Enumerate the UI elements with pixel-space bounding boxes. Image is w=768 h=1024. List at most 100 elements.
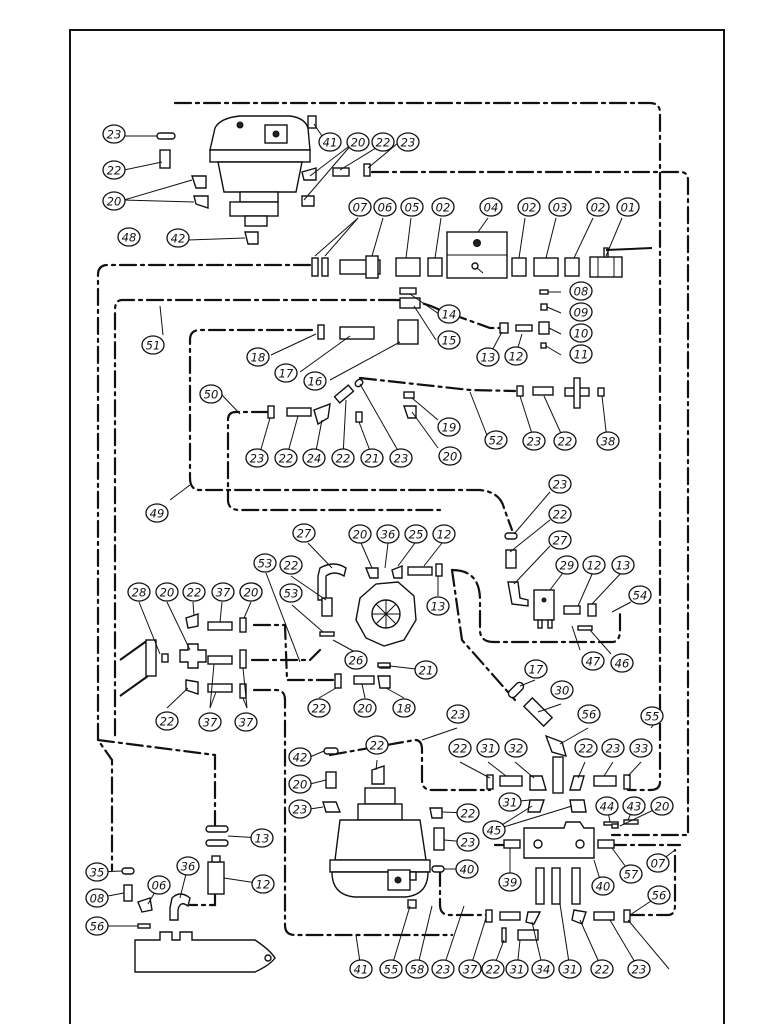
callout-22: 22 bbox=[279, 555, 303, 575]
callout-bubble-outline bbox=[591, 876, 615, 896]
callout-label: 17 bbox=[279, 367, 294, 381]
callout-label: 34 bbox=[536, 963, 551, 977]
callout-20: 20 bbox=[353, 698, 377, 718]
callout-22: 22 bbox=[481, 959, 505, 979]
callout-22: 22 bbox=[331, 448, 355, 468]
callout-bubble-outline bbox=[455, 859, 479, 879]
callout-bubble-outline bbox=[504, 346, 528, 366]
callout-16: 16 bbox=[303, 371, 327, 391]
callout-18: 18 bbox=[392, 698, 416, 718]
callout-label: 44 bbox=[600, 800, 615, 814]
callout-label: 12 bbox=[587, 559, 602, 573]
callout-label: 12 bbox=[509, 350, 524, 364]
callout-label: 31 bbox=[510, 963, 525, 977]
callout-bubble-outline bbox=[437, 417, 461, 437]
callout-11: 11 bbox=[569, 344, 593, 364]
callout-bubble-outline bbox=[292, 523, 316, 543]
callout-57: 57 bbox=[619, 864, 643, 884]
callout-label: 17 bbox=[529, 663, 544, 677]
center-housing bbox=[317, 563, 443, 669]
callout-bubble-outline bbox=[476, 738, 500, 758]
callout-26: 26 bbox=[344, 650, 368, 670]
callout-bubble-outline bbox=[498, 792, 522, 812]
callout-bubble-outline bbox=[569, 344, 593, 364]
callout-48: 48 bbox=[117, 227, 141, 247]
callout-55: 55 bbox=[640, 706, 664, 726]
callout-bubble-outline bbox=[302, 448, 326, 468]
callout-label: 27 bbox=[297, 527, 312, 541]
lower-cluster bbox=[322, 747, 631, 943]
callout-20: 20 bbox=[288, 774, 312, 794]
callout-12: 12 bbox=[251, 874, 275, 894]
callout-bubble-outline bbox=[437, 330, 461, 350]
callout-13: 13 bbox=[476, 347, 500, 367]
callout-bubble-outline bbox=[504, 738, 528, 758]
callout-label: 31 bbox=[563, 963, 578, 977]
callout-52: 52 bbox=[484, 430, 508, 450]
callout-label: 23 bbox=[293, 803, 308, 817]
top-run-fittings bbox=[311, 255, 580, 279]
callout-bubble-outline bbox=[246, 347, 270, 367]
callout-22: 22 bbox=[274, 448, 298, 468]
callout-label: 36 bbox=[381, 528, 396, 542]
callout-label: 38 bbox=[601, 435, 616, 449]
callout-label: 20 bbox=[107, 195, 122, 209]
callout-bubble-outline bbox=[437, 304, 461, 324]
callout-bubble-outline bbox=[438, 446, 462, 466]
callout-22: 22 bbox=[182, 582, 206, 602]
callout-22: 22 bbox=[307, 698, 331, 718]
callout-label: 28 bbox=[132, 586, 147, 600]
callout-36: 36 bbox=[376, 524, 400, 544]
callout-label: 23 bbox=[461, 836, 476, 850]
callout-08: 08 bbox=[85, 888, 109, 908]
callout-label: 22 bbox=[486, 963, 501, 977]
callout-bubble-outline bbox=[253, 553, 277, 573]
callout-label: 22 bbox=[160, 715, 175, 729]
callout-label: 40 bbox=[596, 880, 611, 894]
callout-label: 07 bbox=[353, 201, 368, 215]
callout-27: 27 bbox=[548, 530, 572, 550]
callout-bubble-outline bbox=[601, 738, 625, 758]
callout-18: 18 bbox=[246, 347, 270, 367]
callout-09: 09 bbox=[569, 302, 593, 322]
callout-label: 02 bbox=[522, 201, 537, 215]
callout-bubble-outline bbox=[331, 448, 355, 468]
callout-bubble-outline bbox=[348, 524, 372, 544]
callout-bubble-outline bbox=[102, 124, 126, 144]
callout-bubble-outline bbox=[517, 197, 541, 217]
callout-bubble-outline bbox=[379, 959, 403, 979]
callout-53: 53 bbox=[253, 553, 277, 573]
callout-label: 23 bbox=[451, 708, 466, 722]
callout-bubble-outline bbox=[392, 698, 416, 718]
callout-label: 37 bbox=[203, 716, 218, 730]
callout-20: 20 bbox=[102, 191, 126, 211]
callout-04: 04 bbox=[479, 197, 503, 217]
callout-bubble-outline bbox=[396, 132, 420, 152]
callout-label: 13 bbox=[481, 351, 496, 365]
callout-label: 42 bbox=[293, 751, 308, 765]
callout-08: 08 bbox=[569, 281, 593, 301]
callout-23: 23 bbox=[522, 431, 546, 451]
callout-35: 35 bbox=[85, 862, 109, 882]
callout-50: 50 bbox=[199, 384, 223, 404]
callout-38: 38 bbox=[596, 431, 620, 451]
callout-15: 15 bbox=[437, 330, 461, 350]
callout-label: 15 bbox=[442, 334, 457, 348]
callout-bubble-outline bbox=[318, 132, 342, 152]
callout-22: 22 bbox=[365, 735, 389, 755]
callout-label: 22 bbox=[553, 508, 568, 522]
callout-bubble-outline bbox=[234, 712, 258, 732]
ball-valve bbox=[589, 247, 653, 278]
callout-37: 37 bbox=[198, 712, 222, 732]
callout-label: 07 bbox=[651, 857, 666, 871]
callout-label: 37 bbox=[463, 963, 478, 977]
callout-31: 31 bbox=[558, 959, 582, 979]
callout-47: 47 bbox=[581, 651, 605, 671]
callout-43: 43 bbox=[622, 796, 646, 816]
callout-label: 22 bbox=[558, 435, 573, 449]
callout-label: 11 bbox=[574, 348, 589, 362]
callout-label: 22 bbox=[579, 742, 594, 756]
callout-23: 23 bbox=[102, 124, 126, 144]
callout-label: 23 bbox=[394, 452, 409, 466]
